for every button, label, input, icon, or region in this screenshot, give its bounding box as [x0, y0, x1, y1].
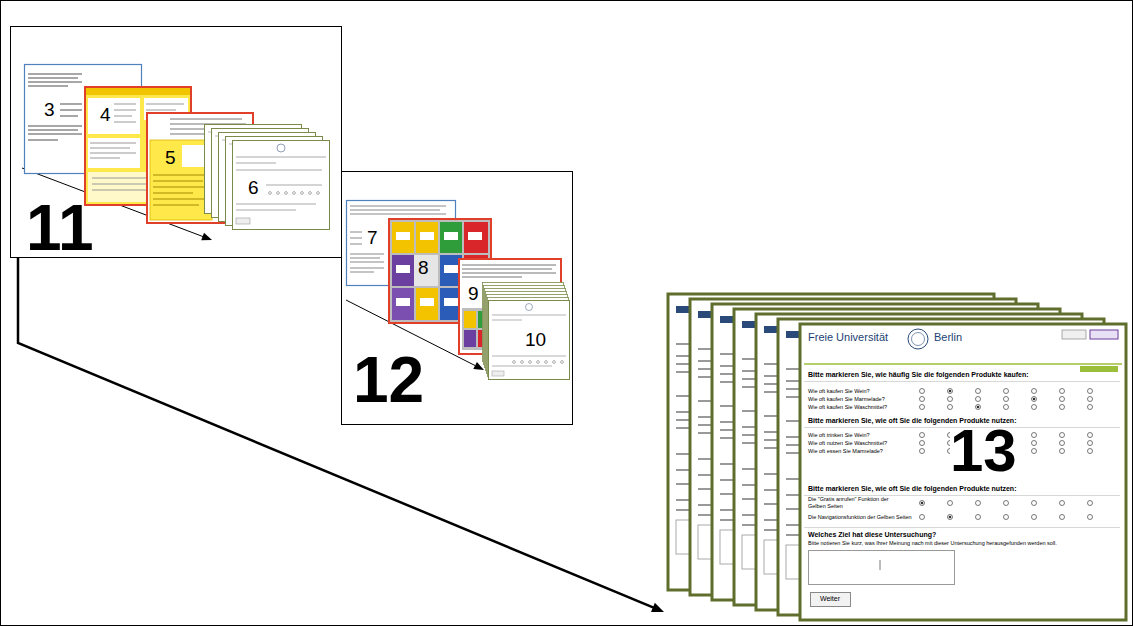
question-heading: Bitte markieren Sie, wie oft Sie die fol…	[808, 484, 1120, 493]
callout-number: 4	[100, 105, 111, 124]
question-hint: Bitte notieren Sie kurz, was Ihrer Meinu…	[808, 540, 1120, 547]
callout-number: 6	[248, 178, 259, 197]
callout-number: 5	[165, 148, 176, 167]
question-row: Wie oft trinken Sie Wein?	[808, 432, 870, 439]
callout-number: 3	[44, 100, 55, 119]
panel-number: 12	[353, 352, 424, 408]
screen-group-panel: 11 3 4 5 6	[10, 26, 342, 258]
arrow-head	[651, 603, 664, 612]
questionnaire-page-stack: 10	[488, 300, 570, 380]
question-row: Die Navigationsfunktion der Gelben Seite…	[808, 514, 912, 521]
screenshot-page: 9	[458, 258, 562, 355]
screenshot-page: 8	[388, 218, 492, 324]
callout-number: 7	[367, 228, 378, 247]
question-row: Die "Gratis anrufen" Funktion der Gelben…	[808, 496, 904, 510]
question-heading: Bitte markieren Sie, wie häufig Sie die …	[808, 370, 1120, 379]
flow-arrow	[18, 258, 664, 612]
question-row: Wie oft kaufen Sie Wein?	[808, 388, 870, 395]
question-row: Wie oft essen Sie Marmelade?	[808, 448, 883, 455]
question-heading: Bitte markieren Sie, wie oft Sie die fol…	[808, 416, 1120, 425]
callout-number: 9	[468, 284, 479, 303]
callout-number: 8	[418, 258, 429, 277]
screenshot-page: 5	[146, 112, 254, 224]
screenshot-page: 3	[24, 64, 142, 174]
button-label: Weiter	[810, 595, 850, 603]
logo-text: Berlin	[934, 332, 962, 343]
question-heading: Welches Ziel hat diese Untersuchung?	[808, 530, 1120, 539]
question-row: Wie oft kaufen Sie Marmelade?	[808, 396, 885, 403]
question-row: Wie oft nutzen Sie Waschmittel?	[808, 440, 887, 447]
flow-arrow-line	[18, 258, 655, 608]
panel-number: 11	[26, 200, 94, 256]
questionnaire-page-stack: Freie Universität BerlinBitte markieren S…	[668, 294, 1128, 620]
callout-number: 13	[950, 428, 1017, 474]
logo-text: Freie Universität	[808, 332, 888, 343]
screen-group-panel: 12 7 8 9 10	[341, 171, 573, 425]
screenshot-page: 4	[84, 86, 192, 206]
screenshot-page: 7	[346, 200, 456, 286]
questionnaire-page-stack: 6	[232, 140, 330, 230]
callout-number: 10	[525, 330, 546, 349]
question-row: Wie oft kaufen Sie Waschmittel?	[808, 404, 887, 411]
